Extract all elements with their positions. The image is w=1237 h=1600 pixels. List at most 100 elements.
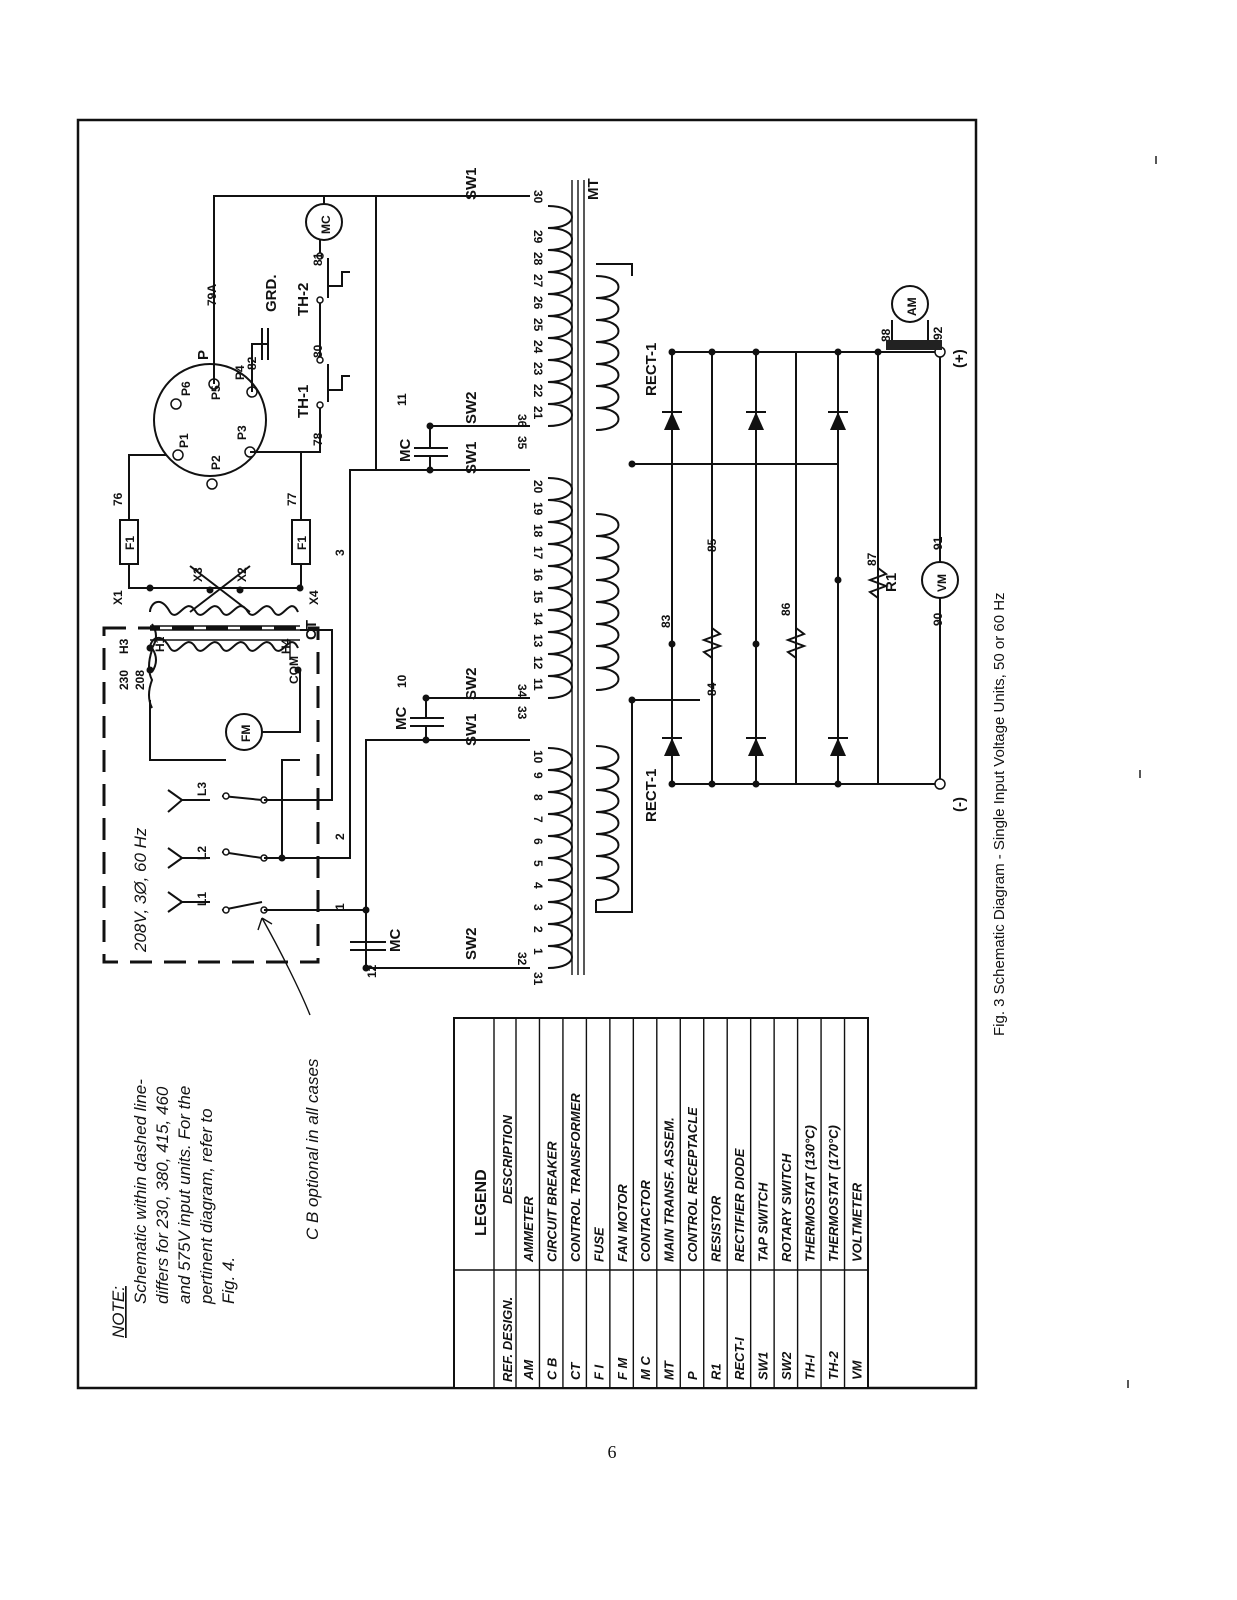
svg-text:P6: P6 — [179, 381, 193, 396]
svg-text:6: 6 — [531, 838, 545, 845]
svg-text:33: 33 — [515, 706, 529, 720]
legend-desc-cell: RESISTOR — [709, 1195, 724, 1262]
svg-text:79A: 79A — [205, 284, 219, 306]
legend-desc-cell: CONTROL RECEPTACLE — [685, 1107, 700, 1262]
svg-text:77: 77 — [285, 492, 299, 506]
svg-text:SW1: SW1 — [463, 441, 480, 474]
svg-text:10: 10 — [395, 674, 409, 688]
diode-5 — [746, 411, 766, 430]
svg-text:31: 31 — [531, 972, 545, 986]
tap-numbers: 1 2 3 4 5 6 7 8 9 10 11 12 13 14 15 16 1… — [515, 190, 545, 986]
svg-text:82: 82 — [245, 356, 259, 370]
svg-text:VM: VM — [935, 574, 949, 592]
legend-ref-cell: C B — [544, 1358, 559, 1380]
ct-tap-h4: H4 — [279, 638, 293, 654]
ammeter: AM — [886, 285, 942, 350]
svg-text:8: 8 — [531, 794, 545, 801]
legend-desc-cell: AMMETER — [521, 1196, 536, 1263]
voltmeter: VM (-) (+) — [921, 346, 968, 812]
svg-text:80: 80 — [311, 344, 325, 358]
legend-ref-cell: MT — [662, 1360, 677, 1380]
svg-text:78: 78 — [311, 432, 325, 446]
ct-tap-h1: H1 — [153, 636, 167, 652]
svg-text:4: 4 — [531, 882, 545, 889]
page-number: 6 — [608, 1442, 617, 1462]
ct-tap-230: 230 — [117, 670, 131, 690]
svg-text:11: 11 — [395, 393, 409, 406]
l1-label: L1 — [195, 892, 209, 906]
svg-text:15: 15 — [531, 590, 545, 604]
x4-label: X4 — [307, 590, 321, 605]
legend-title: LEGEND — [473, 1169, 490, 1236]
svg-text:10: 10 — [531, 750, 545, 764]
line-input-l3: L3 — [167, 782, 268, 813]
legend-desc-cell: CONTACTOR — [638, 1180, 653, 1262]
legend-ref-cell: SW2 — [779, 1351, 794, 1380]
legend-col-desc: DESCRIPTION — [500, 1115, 515, 1204]
diode-3 — [828, 737, 848, 756]
svg-text:18: 18 — [531, 524, 545, 538]
svg-text:25: 25 — [531, 318, 545, 332]
ct-tap-208: 208 — [133, 670, 147, 690]
svg-text:208V, 3Ø, 60 Hz: 208V, 3Ø, 60 Hz — [131, 827, 150, 953]
svg-text:P5: P5 — [209, 385, 223, 400]
svg-text:1: 1 — [333, 903, 347, 910]
svg-text:SW1: SW1 — [463, 167, 480, 200]
legend-ref-cell: M C — [638, 1356, 653, 1380]
svg-text:91: 91 — [931, 536, 945, 550]
cb-arrow — [257, 917, 311, 1016]
ct-tap-h3: H3 — [117, 638, 131, 654]
svg-text:76: 76 — [111, 492, 125, 506]
svg-text:differs for 230, 380, 415, 460: differs for 230, 380, 415, 460 — [153, 1086, 172, 1304]
svg-text:14: 14 — [531, 612, 545, 626]
svg-text:19: 19 — [531, 502, 545, 516]
svg-text:35: 35 — [515, 436, 529, 450]
fuse-lower: F1 — [250, 451, 311, 588]
x2-label: X2 — [235, 567, 249, 582]
svg-text:AM: AM — [905, 297, 919, 316]
legend-ref-cell: TH-I — [802, 1354, 817, 1380]
legend-desc-cell: CONTROL TRANSFORMER — [568, 1093, 583, 1262]
svg-text:C B optional in all cases: C B optional in all cases — [303, 1058, 322, 1240]
svg-text:SW2: SW2 — [463, 927, 480, 960]
fan-motor: FM — [149, 670, 301, 761]
svg-text:pertinent diagram, refer to: pertinent diagram, refer to — [197, 1108, 216, 1305]
svg-text:SW2: SW2 — [463, 391, 480, 424]
svg-text:23: 23 — [531, 362, 545, 376]
legend-desc-cell: THERMOSTAT (130°C) — [802, 1125, 817, 1262]
legend-table: LEGEND REF. DESIGN. DESCRIPTION AMAMMETE… — [453, 1017, 869, 1389]
wire-numbers: 1 2 3 76 77 78 79A 80 81 82 83 84 85 86 … — [111, 252, 945, 978]
svg-text:Fig. 4.: Fig. 4. — [219, 1257, 238, 1304]
ground-symbol: GRD. — [261, 275, 280, 360]
svg-text:34: 34 — [515, 684, 529, 698]
svg-text:21: 21 — [531, 406, 545, 420]
svg-text:29: 29 — [531, 230, 545, 244]
svg-text:1: 1 — [531, 948, 545, 955]
svg-text:83: 83 — [659, 614, 673, 628]
legend-ref-cell: TH-2 — [826, 1350, 841, 1380]
figure-caption: Fig. 3 Schematic Diagram - Single Input … — [991, 592, 1008, 1036]
legend-desc-cell: RECTIFIER DIODE — [732, 1148, 747, 1262]
svg-text:3: 3 — [333, 549, 347, 556]
svg-text:F1: F1 — [123, 536, 137, 550]
diode-4 — [662, 411, 682, 430]
svg-text:92: 92 — [931, 326, 945, 340]
svg-text:12: 12 — [531, 656, 545, 670]
legend-ref-cell: F I — [591, 1364, 606, 1380]
svg-text:16: 16 — [531, 568, 545, 582]
x3-label: X3 — [191, 567, 205, 582]
svg-text:2: 2 — [531, 926, 545, 933]
legend-ref-cell: AM — [521, 1359, 536, 1381]
legend-ref-cell: P — [685, 1371, 700, 1380]
svg-text:9: 9 — [531, 772, 545, 779]
diode-1 — [662, 737, 682, 756]
mc-coil-label: MC — [319, 215, 333, 234]
rect-label-right: RECT-1 — [643, 343, 660, 396]
svg-text:SW2: SW2 — [463, 667, 480, 700]
svg-text:FM: FM — [239, 725, 253, 742]
legend-ref-cell: RECT-I — [732, 1337, 747, 1380]
svg-text:88: 88 — [879, 328, 893, 342]
main-transformer: MT — [547, 178, 838, 975]
cb-note: C B optional in all cases — [303, 1058, 322, 1240]
